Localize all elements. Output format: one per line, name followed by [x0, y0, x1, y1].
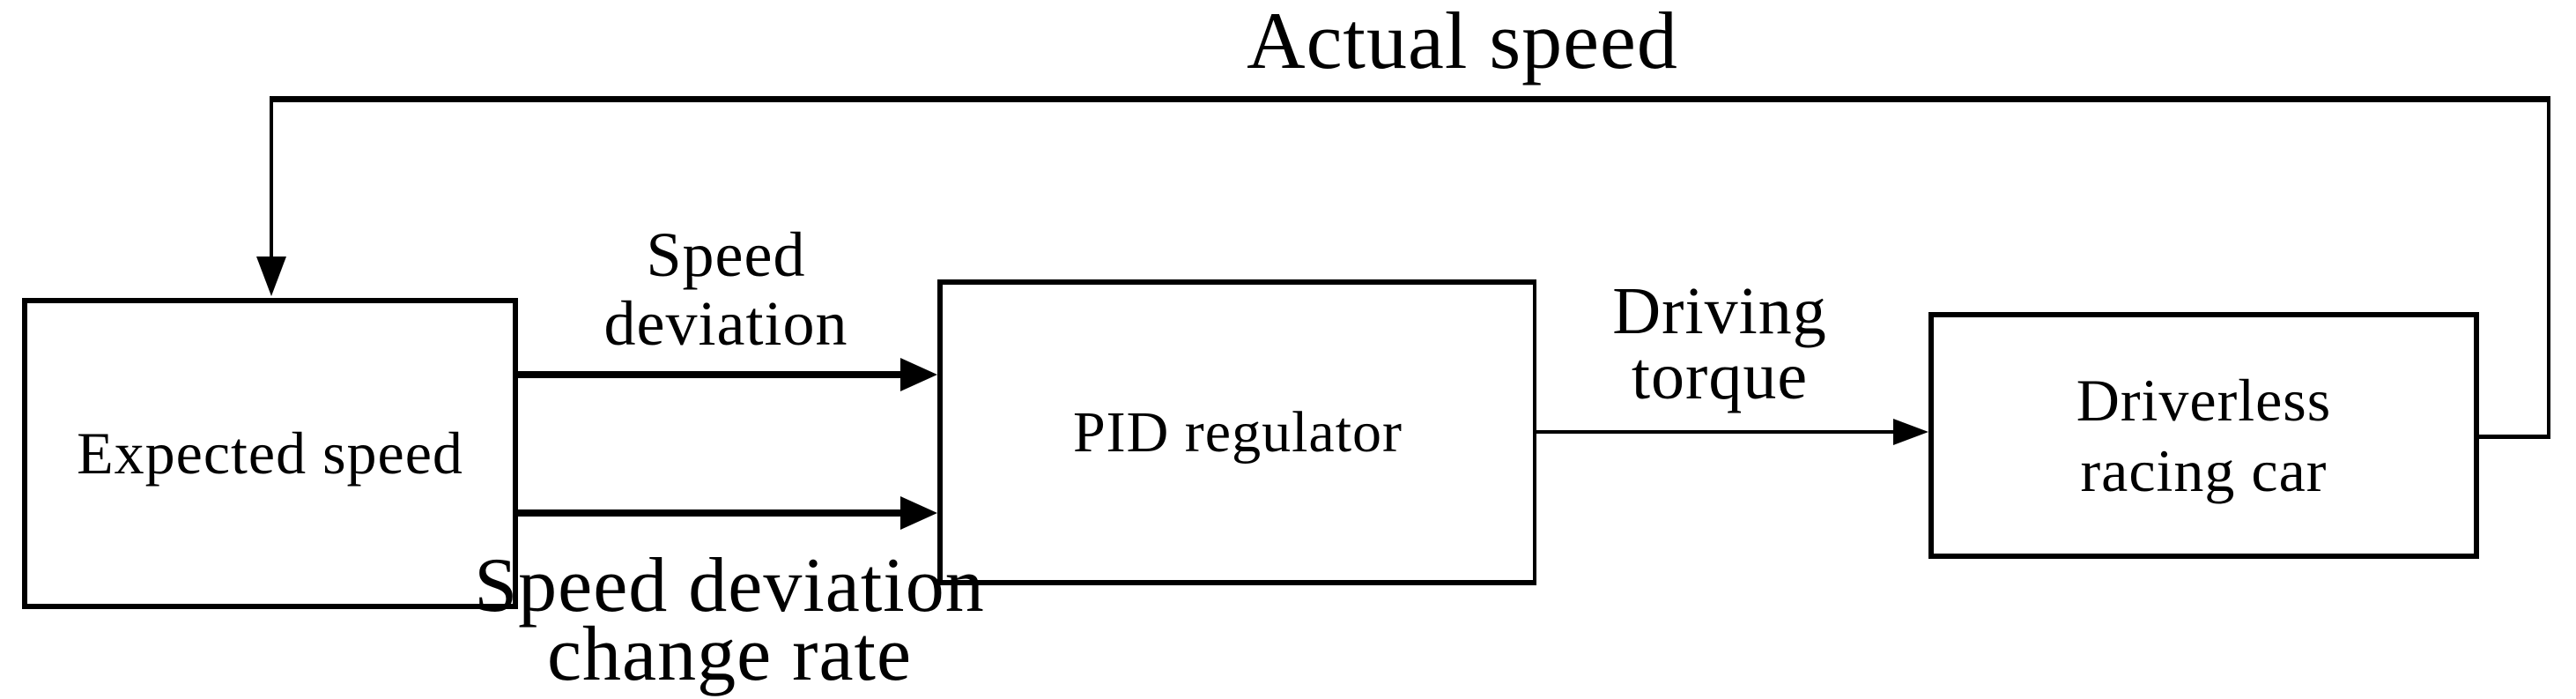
feedback-top-line	[270, 96, 2550, 102]
change-rate-arrowhead-icon	[900, 496, 937, 530]
label-driving-torque-line2: torque	[1631, 339, 1809, 413]
change-rate-arrow-shaft	[518, 509, 902, 517]
driving-torque-arrowhead-icon	[1893, 419, 1928, 445]
node-driverless-label-line2: racing car	[2080, 437, 2328, 504]
feedback-bottom-stub-line	[2478, 435, 2550, 439]
label-actual-speed: Actual speed	[1247, 0, 1678, 86]
label-speed-deviation: Speed deviation	[604, 220, 848, 358]
label-change-rate-line1: Speed deviation	[474, 543, 985, 628]
driving-torque-arrow-shaft	[1536, 430, 1895, 434]
feedback-left-vertical-line	[270, 99, 273, 261]
label-driving-torque: Driving torque	[1612, 274, 1827, 413]
label-change-rate-line2: change rate	[546, 612, 913, 697]
node-driverless-racing-car: Driverless racing car	[1928, 312, 2479, 559]
node-expected-speed: Expected speed	[22, 298, 518, 609]
label-speed-deviation-line2: deviation	[603, 288, 848, 359]
node-pid-regulator: PID regulator	[937, 279, 1536, 585]
speed-deviation-arrowhead-icon	[900, 358, 937, 391]
node-expected-speed-label: Expected speed	[77, 420, 463, 487]
node-pid-regulator-label: PID regulator	[1072, 399, 1403, 465]
feedback-down-arrowhead-icon	[256, 257, 286, 296]
speed-deviation-arrow-shaft	[518, 371, 902, 378]
feedback-right-vertical-line	[2547, 99, 2550, 439]
label-speed-deviation-change-rate: Speed deviation change rate	[474, 543, 985, 697]
label-speed-deviation-line1: Speed	[646, 219, 806, 290]
label-driving-torque-line1: Driving	[1612, 274, 1827, 348]
node-driverless-label-line1: Driverless	[2076, 367, 2332, 434]
